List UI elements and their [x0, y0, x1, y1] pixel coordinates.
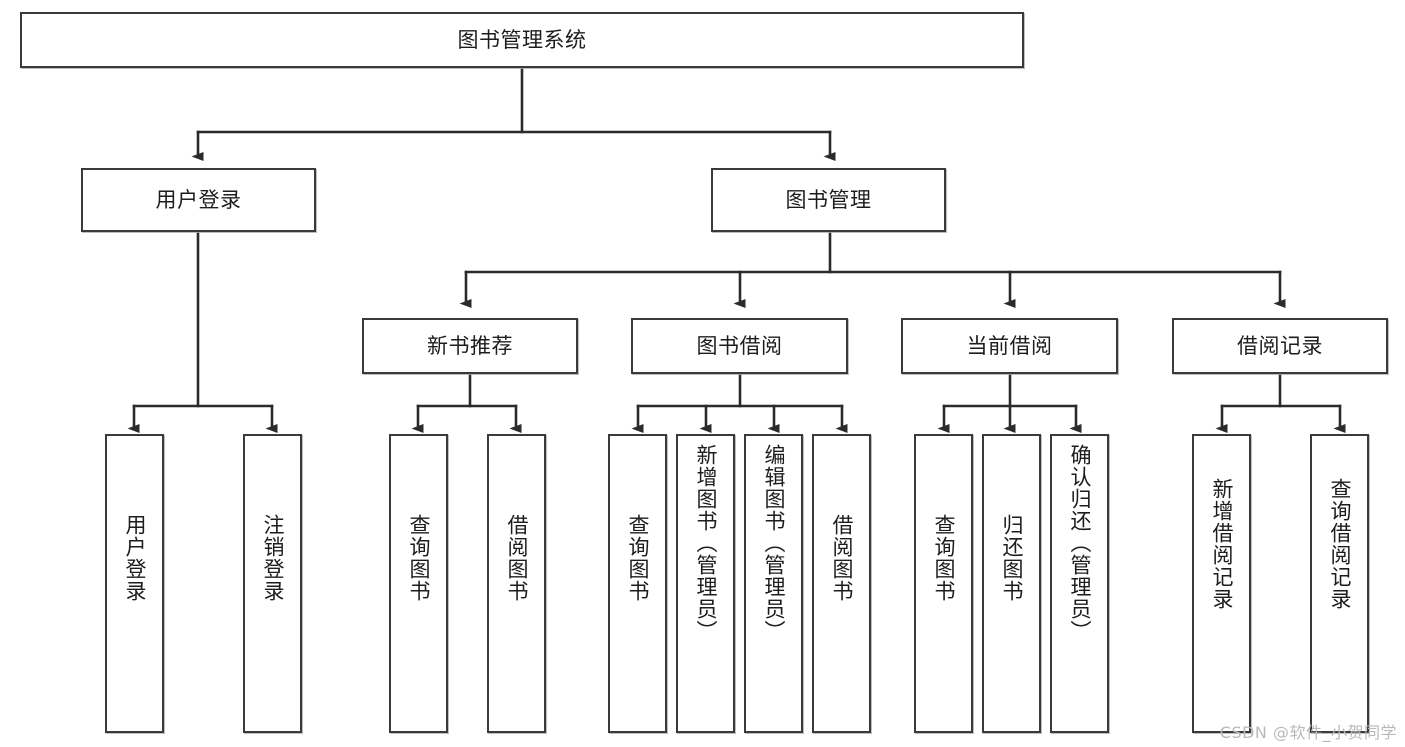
node-leaf-add-borrow-record[interactable]: 新增借阅记录 — [1192, 434, 1251, 733]
node-label: 借阅记录 — [1237, 333, 1323, 358]
node-leaf-borrow-book[interactable]: 借阅图书 — [812, 434, 871, 733]
node-label: 图书管理 — [785, 187, 872, 212]
node-label: 用户登录 — [155, 187, 242, 212]
csdn-watermark: CSDN @软件_小贺同学 — [1219, 723, 1397, 742]
node-label: 新增借阅记录 — [1209, 478, 1234, 610]
node-label: 注销登录 — [260, 514, 285, 602]
node-leaf-edit-book[interactable]: 编辑图书（管理员） — [744, 434, 803, 733]
node-new-book-recommend[interactable]: 新书推荐 — [362, 318, 578, 374]
node-label: 图书管理系统 — [457, 27, 587, 52]
node-label: 确认归还（管理员） — [1067, 444, 1092, 642]
node-label: 新增图书（管理员） — [693, 444, 718, 642]
node-leaf-return-book[interactable]: 归还图书 — [982, 434, 1041, 733]
node-label: 查询图书 — [406, 514, 431, 602]
node-book-borrow[interactable]: 图书借阅 — [631, 318, 848, 374]
node-leaf-query-book-borrow[interactable]: 查询图书 — [608, 434, 667, 733]
node-label: 用户登录 — [122, 514, 147, 602]
node-label: 借阅图书 — [504, 514, 529, 602]
node-leaf-query-book-recommend[interactable]: 查询图书 — [389, 434, 448, 733]
node-leaf-user-logout[interactable]: 注销登录 — [243, 434, 302, 733]
node-leaf-query-book-current[interactable]: 查询图书 — [914, 434, 973, 733]
node-label: 当前借阅 — [966, 333, 1053, 358]
node-label: 图书借阅 — [696, 333, 783, 358]
node-label: 查询图书 — [931, 514, 956, 602]
node-leaf-user-login[interactable]: 用户登录 — [105, 434, 164, 733]
node-label: 归还图书 — [999, 514, 1024, 602]
node-borrow-record[interactable]: 借阅记录 — [1172, 318, 1388, 374]
node-leaf-query-borrow-record[interactable]: 查询借阅记录 — [1310, 434, 1369, 733]
node-label: 查询借阅记录 — [1327, 478, 1352, 610]
node-leaf-confirm-return[interactable]: 确认归还（管理员） — [1050, 434, 1109, 733]
node-label: 查询图书 — [625, 514, 650, 602]
node-label: 借阅图书 — [829, 514, 854, 602]
node-book-management[interactable]: 图书管理 — [711, 168, 946, 232]
node-label: 编辑图书（管理员） — [761, 444, 786, 642]
node-current-borrow[interactable]: 当前借阅 — [901, 318, 1118, 374]
node-label: 新书推荐 — [427, 333, 513, 358]
node-leaf-add-book[interactable]: 新增图书（管理员） — [676, 434, 735, 733]
node-leaf-borrow-book-recommend[interactable]: 借阅图书 — [487, 434, 546, 733]
node-root-system[interactable]: 图书管理系统 — [20, 12, 1024, 68]
node-user-login[interactable]: 用户登录 — [81, 168, 316, 232]
